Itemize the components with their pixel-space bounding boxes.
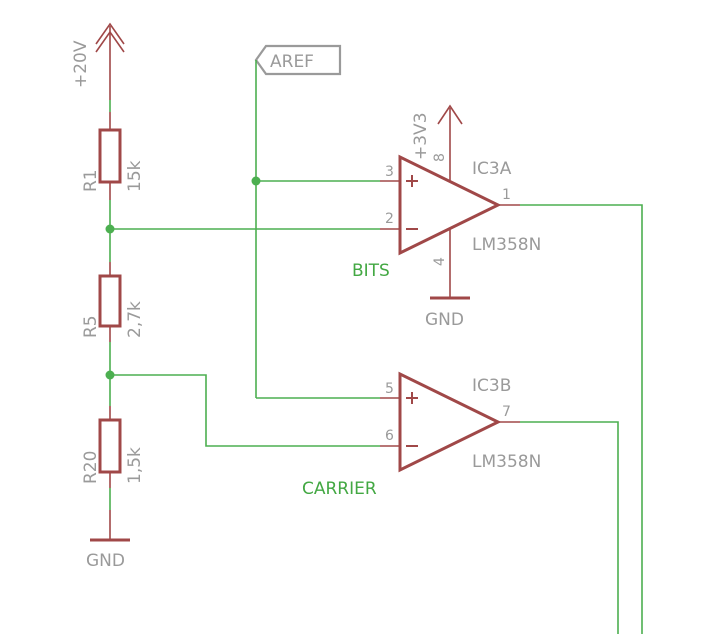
r20-value: 1,5k (125, 447, 145, 484)
ic3b-body (398, 371, 502, 473)
r1-value: 15k (125, 160, 145, 192)
ic3a-body (398, 154, 502, 256)
r1-name: R1 (81, 169, 101, 192)
supply-20v-label: +20V (71, 40, 91, 88)
ic3a-name: IC3A (472, 159, 512, 179)
ic3b-pin-plus: 5 (385, 381, 394, 397)
aref-net: AREF (251, 44, 380, 399)
ic3a-pin-plus: 3 (385, 164, 394, 180)
r5-name: R5 (81, 315, 101, 338)
wire-ic3b-output (520, 421, 619, 634)
ic3b-pin-minus: 6 (385, 428, 394, 444)
gnd-ic-label: GND (425, 310, 464, 330)
ic3b-plus-icon (406, 392, 418, 404)
opamp-ic3b: 5 6 7 IC3B LM358N CARRIER (302, 371, 619, 634)
r20-name: R20 (81, 451, 101, 484)
ic3b-part: LM358N (472, 452, 541, 472)
aref-label: AREF (270, 52, 314, 72)
ic3b-pin-out: 7 (502, 404, 511, 420)
ic3a-pin-vcc: 8 (432, 153, 448, 162)
wire-ic3a-output (520, 204, 643, 634)
ic3a-part: LM358N (472, 235, 541, 255)
supply-3v3-label: +3V3 (411, 112, 431, 160)
r5-value: 2,7k (125, 301, 145, 338)
ic3a-pin-gnd: 4 (432, 257, 448, 266)
divider-chain: +20V R1 15k R5 2,7k R20 1,5k GND (71, 22, 145, 571)
r20-body (98, 418, 122, 474)
ic3a-plus-icon (406, 175, 418, 187)
bits-label: BITS (352, 261, 390, 281)
wire-carrier-node (110, 374, 380, 447)
ic3a-pin-minus: 2 (385, 211, 394, 227)
ic3b-name: IC3B (472, 376, 511, 396)
opamp-ic3a: 3 2 1 +3V3 8 4 GND IC3A LM358N BITS (352, 104, 643, 634)
ic3a-pin-out: 1 (502, 187, 511, 203)
r1-body (98, 128, 122, 184)
r5-body (98, 274, 122, 328)
supply-3v3-arrow-icon (437, 104, 463, 125)
aref-flag-icon (254, 44, 342, 76)
gnd-divider-label: GND (86, 551, 125, 571)
carrier-label: CARRIER (302, 479, 377, 499)
